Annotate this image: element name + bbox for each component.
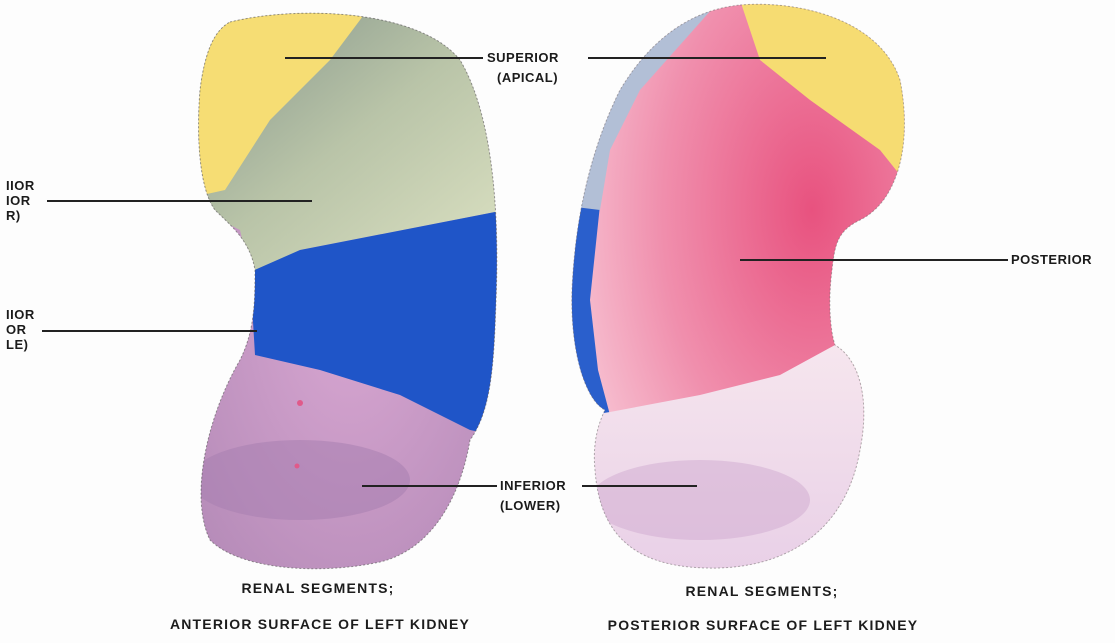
left-caption-line1: RENAL SEGMENTS; [232, 580, 404, 596]
superior-alt-label: (APICAL) [497, 70, 558, 85]
inferior-alt-label: (LOWER) [500, 498, 561, 513]
right-caption-line1: RENAL SEGMENTS; [672, 583, 852, 599]
posterior-leader [740, 259, 1008, 261]
left-middle-label-line3: LE) [6, 337, 35, 352]
left-middle-label-line1: IIOR [6, 307, 35, 322]
right-caption-line2: POSTERIOR SURFACE OF LEFT KIDNEY [578, 617, 948, 633]
superior-leader-left [285, 57, 483, 59]
left-upper-label-line2: IOR [6, 193, 35, 208]
inferior-leader-left [362, 485, 497, 487]
left-kidney [180, 0, 520, 600]
left-middle-label-line2: OR [6, 322, 35, 337]
left-upper-label: IIOR IOR R) [6, 178, 35, 223]
superior-leader-right [588, 57, 826, 59]
left-middle-label: IIOR OR LE) [6, 307, 35, 352]
right-kidney [560, 0, 920, 600]
inferior-label: INFERIOR [500, 478, 566, 493]
posterior-label: POSTERIOR [1011, 252, 1092, 267]
left-upper-label-line3: R) [6, 208, 35, 223]
superior-label: SUPERIOR [487, 50, 559, 65]
anterior-superior-leader [47, 200, 312, 202]
left-upper-label-line1: IIOR [6, 178, 35, 193]
anterior-inferior-leader [42, 330, 257, 332]
left-caption-line2: ANTERIOR SURFACE OF LEFT KIDNEY [140, 616, 500, 632]
inferior-leader-right [582, 485, 697, 487]
